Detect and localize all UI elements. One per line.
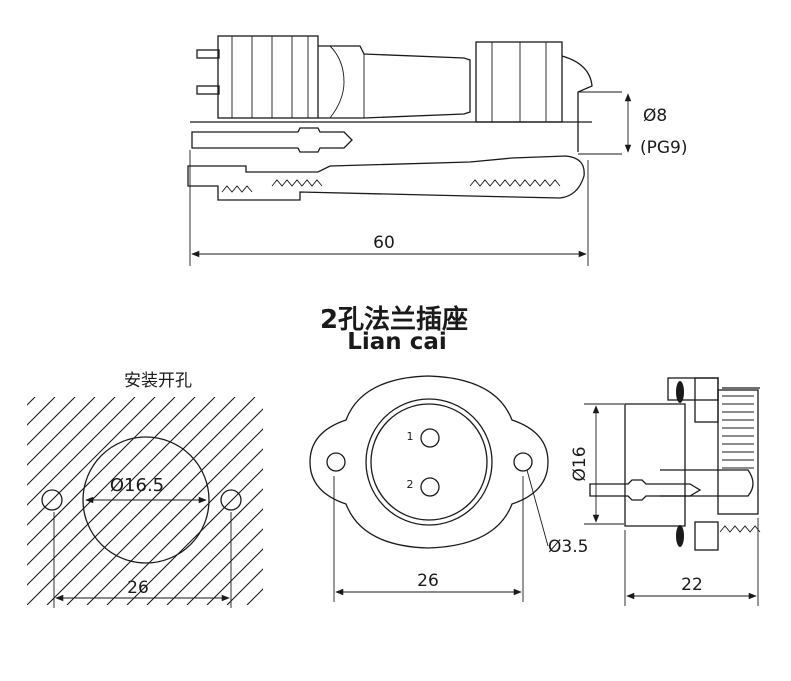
cable-gland [561, 55, 593, 152]
socket-outer-ring [365, 398, 493, 526]
socket-side-view: Ø16 22 [570, 377, 761, 606]
o-ring-top [676, 381, 684, 403]
cutout-right-hole [220, 489, 242, 511]
dim-mount-hole-label: Ø3.5 [548, 537, 588, 557]
pin-upper [196, 49, 220, 59]
hatch-line [86, 428, 263, 605]
dim-cable-thread-label: (PG9) [640, 138, 688, 158]
mount-hole-right [513, 452, 533, 472]
lower-section [187, 155, 585, 201]
hatch-line [27, 397, 56, 426]
cutout-left-hole [41, 489, 63, 511]
mounting-cutout-view: 安装开孔 Ø16.5 26 [0, 371, 475, 608]
pin-1-label: 1 [407, 430, 414, 443]
dim-diameter-label: Ø16 [570, 446, 590, 481]
mount-hole-left [326, 452, 346, 472]
mount-hole-leader [526, 469, 549, 547]
flange-outline [309, 375, 549, 549]
hatch-line [27, 397, 116, 486]
pin-2-label: 2 [407, 478, 414, 491]
hatch-line [267, 397, 475, 605]
dim-hole-label: Ø16.5 [110, 475, 164, 496]
cutout-label: 安装开孔 [124, 371, 192, 391]
hatch-line [27, 397, 136, 506]
hatch-line [46, 397, 256, 605]
connector-side-view: 60 Ø8 (PG9) [187, 35, 688, 266]
dim-cutout-spacing-label: 26 [127, 578, 149, 598]
dim-flange-spacing-label: 26 [417, 571, 439, 591]
dim-side-length-label: 22 [681, 575, 703, 595]
cutout-main-hole [82, 436, 210, 564]
hatch-line [126, 468, 263, 605]
pin-lower [196, 85, 220, 95]
hatch-line [186, 528, 263, 605]
dim-length-label: 60 [373, 233, 395, 253]
hatch-line [0, 397, 15, 605]
hatch-line [146, 488, 263, 605]
threaded-body [717, 389, 759, 515]
flange-front-view: 1 2 Ø3.5 26 [309, 375, 588, 602]
connector-body [318, 45, 471, 119]
hatch-line [66, 408, 263, 605]
o-ring-bottom [676, 525, 684, 547]
hatch-line [27, 397, 216, 586]
contact-rod [191, 127, 353, 153]
socket-contact [589, 479, 702, 501]
pin-hole-2 [420, 477, 440, 497]
hatch-pattern [0, 397, 475, 605]
dim-cable-label: Ø8 [643, 106, 667, 126]
hatch-line [206, 548, 263, 605]
hatch-line [166, 508, 263, 605]
hatch-line [226, 568, 263, 605]
flange-plate [624, 403, 686, 527]
rear-nut [475, 41, 563, 123]
hatch-line [27, 397, 176, 546]
hatch-line [106, 448, 263, 605]
pin-hole-1 [420, 428, 440, 448]
hatch-line [27, 397, 76, 446]
hatch-line [27, 397, 236, 605]
watermark-text: Lian cai [347, 329, 446, 355]
drawing-title: 2孔法兰插座 [320, 304, 468, 335]
socket-inner-ring [370, 403, 488, 521]
hatch-line [27, 397, 156, 526]
hatch-line [27, 397, 96, 466]
hatch-line [27, 397, 36, 406]
coupling-nut [217, 35, 319, 119]
